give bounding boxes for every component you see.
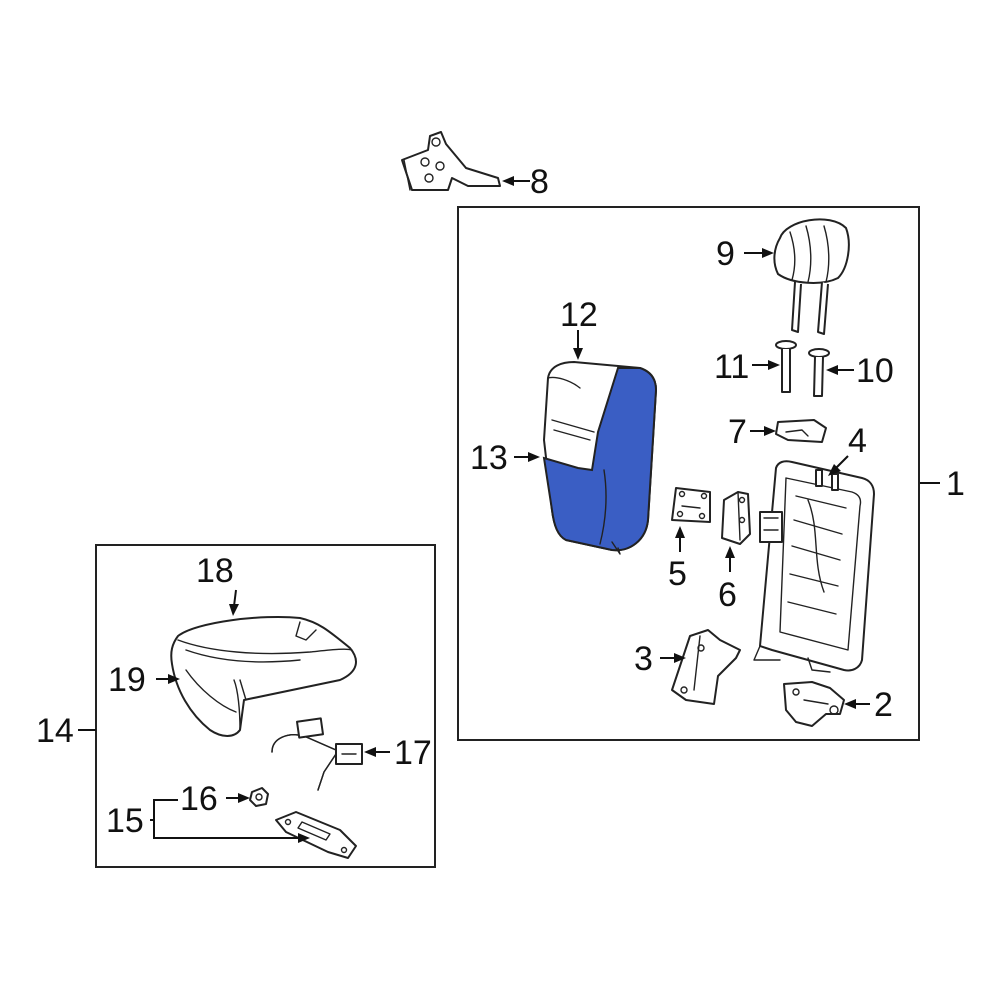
- label-4: 4: [848, 422, 867, 460]
- label-18: 18: [196, 552, 234, 590]
- part-2-hinge[interactable]: [783, 681, 845, 727]
- label-16: 16: [180, 780, 218, 818]
- label-15: 15: [106, 802, 144, 840]
- highlighted-pad: [542, 367, 658, 552]
- label-1: 1: [946, 465, 965, 503]
- part-18-19-seat-cushion[interactable]: [170, 615, 357, 737]
- seat-back-group-box: [457, 206, 920, 741]
- part-9-headrest[interactable]: [773, 218, 850, 335]
- label-11: 11: [714, 348, 749, 386]
- label-8: 8: [530, 163, 549, 201]
- label-19: 19: [108, 661, 146, 699]
- label-13: 13: [470, 439, 508, 477]
- cushion-group-box: [95, 544, 436, 868]
- part-5-plate[interactable]: [671, 487, 711, 523]
- label-14: 14: [36, 712, 74, 750]
- label-5: 5: [668, 555, 687, 593]
- label-17: 17: [394, 734, 432, 772]
- part-6-bracket[interactable]: [721, 491, 751, 545]
- label-9: 9: [716, 235, 735, 273]
- label-2: 2: [874, 686, 893, 724]
- label-6: 6: [718, 576, 737, 614]
- part-3-bracket[interactable]: [671, 629, 741, 705]
- part-15-bracket[interactable]: [275, 811, 357, 859]
- part-11-guide[interactable]: [775, 340, 797, 393]
- part-8-hinge-bracket[interactable]: [401, 131, 501, 191]
- part-7-trim-cover[interactable]: [775, 419, 827, 443]
- part-16-bolt[interactable]: [249, 787, 269, 807]
- part-4-seat-back-frame[interactable]: [753, 460, 875, 673]
- label-7: 7: [728, 413, 747, 451]
- label-12: 12: [560, 296, 598, 334]
- part-10-guide[interactable]: [808, 348, 830, 397]
- label-3: 3: [634, 640, 653, 678]
- part-17-harness[interactable]: [271, 717, 363, 791]
- label-10: 10: [856, 352, 894, 390]
- part-12-13-seat-back-cushion[interactable]: [542, 361, 658, 555]
